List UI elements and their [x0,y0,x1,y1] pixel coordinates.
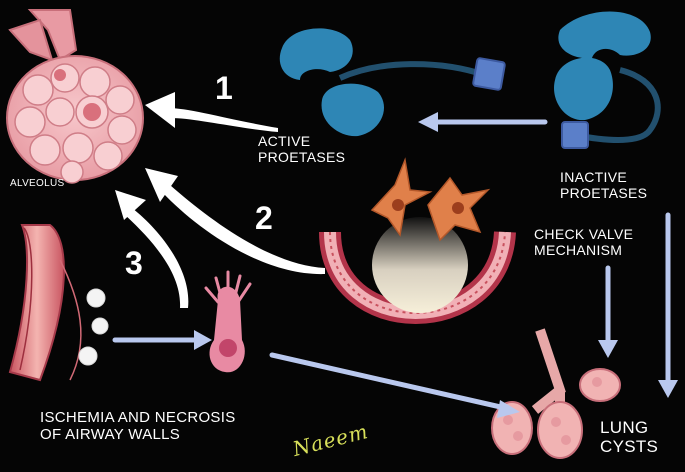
label-active-proteases: ACTIVE PROETASES [258,133,346,165]
pathway-number-1: 1 [215,70,233,106]
lung-cyst-cluster [491,328,621,459]
active-protease-molecule [279,28,506,137]
label-check-valve: CHECK VALVE MECHANISM [534,226,634,258]
inactive-protease-molecule [554,11,661,149]
label-ischemia-necrosis: ISCHEMIA AND NECROSIS OF AIRWAY WALLS [40,409,236,443]
airway-vessel [8,224,109,382]
arrow-tissue-to-cysts [269,352,508,411]
pathway-number-2: 2 [255,200,273,236]
label-alveolus: ALVEOLUS [10,178,65,189]
label-lung-cysts: LUNG CYSTS [600,418,659,457]
pathway-arrows [115,92,325,308]
pathway-number-3: 3 [125,245,143,281]
label-inactive-proteases: INACTIVE PROETASES [560,169,648,201]
flow-arrows [112,119,671,411]
necrotic-tissue [204,270,252,373]
arrowheads [194,112,678,418]
cyst-with-cells [319,157,516,324]
alveolus-illustration [6,9,144,184]
